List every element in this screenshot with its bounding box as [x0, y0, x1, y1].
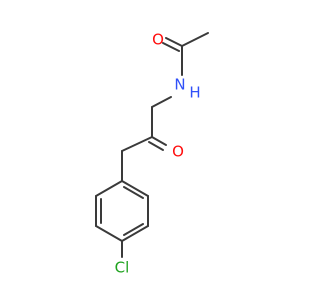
bond-ketone-c-ch2 — [121, 136, 153, 152]
ring-bond-6 — [95, 180, 123, 197]
bond-acetyl-c-methyl — [181, 32, 209, 47]
atom-label-cl: Cl — [115, 259, 130, 277]
ring-inner-bond-1 — [123, 186, 144, 199]
bond-n-ch2 — [151, 96, 172, 108]
bond-acetyl-c-o-double-1 — [165, 37, 183, 47]
bond-acetyl-c-o-double-2 — [162, 42, 180, 52]
bond-ketone-c-o-double-1 — [151, 136, 167, 146]
atom-label-n-amide: N — [174, 76, 185, 94]
atom-label-h-amide: H — [189, 84, 200, 102]
bonds — [95, 32, 209, 258]
ring-bond-1 — [121, 180, 149, 197]
ring-bond-3 — [121, 225, 149, 242]
molecule-structure: O N H O Cl — [95, 31, 209, 277]
atom-label-o-ketone: O — [172, 143, 184, 161]
ring-bond-4 — [95, 225, 123, 242]
atom-label-o-acetyl: O — [152, 31, 164, 49]
bond-ketone-c-o-double-2 — [148, 141, 164, 151]
atom-labels: O N H O Cl — [115, 31, 201, 277]
ring-inner-bond-2 — [123, 223, 144, 236]
